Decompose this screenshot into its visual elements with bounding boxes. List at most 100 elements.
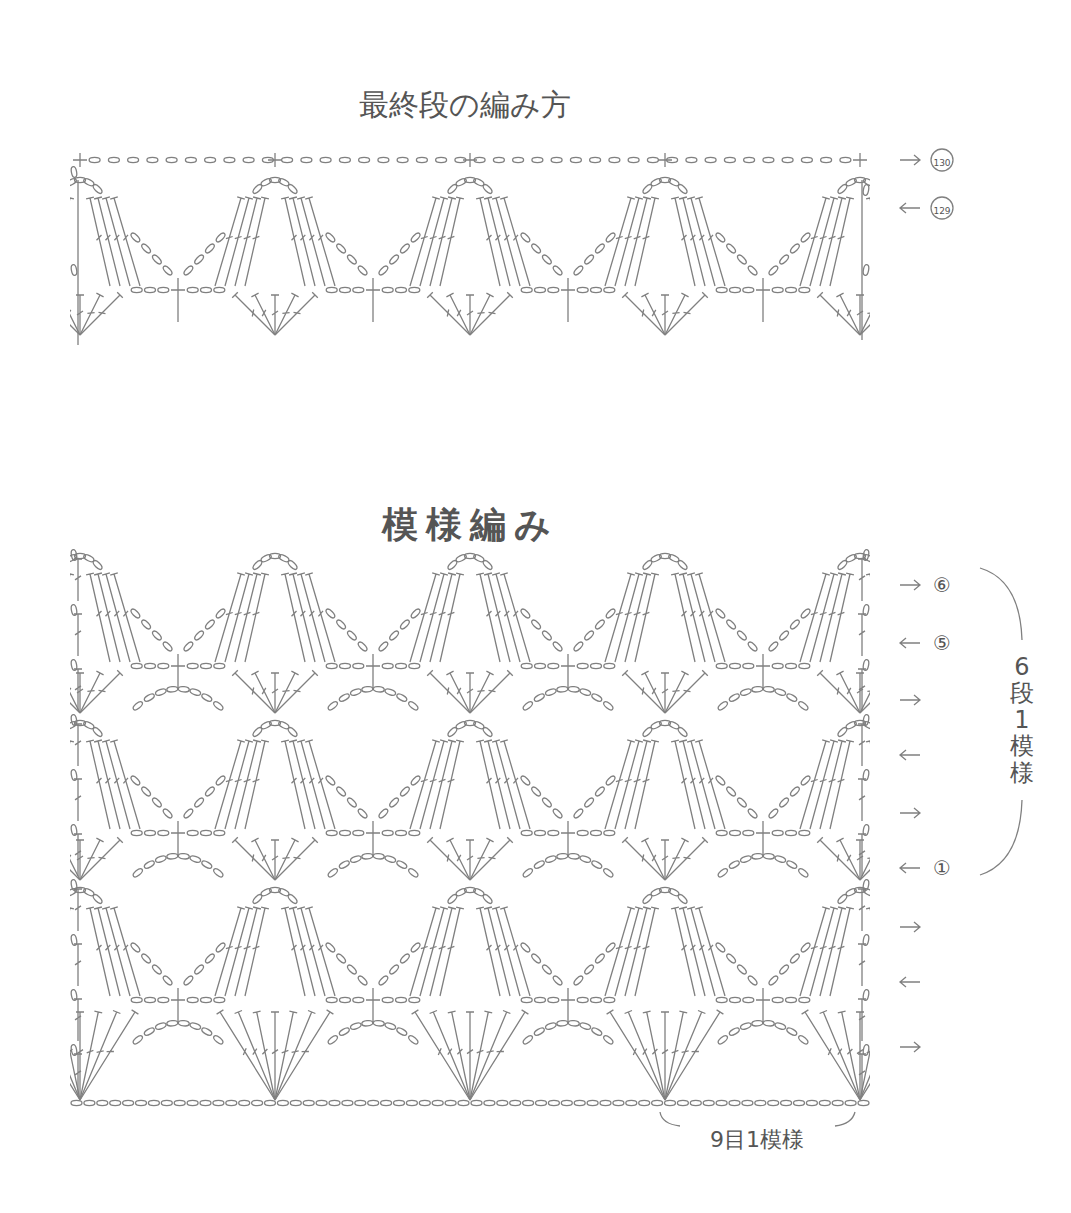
chain-symbol — [736, 797, 747, 809]
chain-symbol — [778, 630, 789, 642]
chain-symbol — [419, 1100, 430, 1105]
chain-symbol — [715, 775, 726, 787]
chain-symbol — [70, 989, 77, 1001]
double-crochet-symbol — [74, 1054, 82, 1096]
double-crochet-symbol — [440, 907, 464, 996]
chain-symbol — [583, 254, 594, 266]
chain-symbol — [521, 663, 532, 668]
chain-symbol — [552, 641, 563, 653]
chain-symbol — [167, 1020, 179, 1026]
chain-symbol — [407, 1034, 419, 1045]
chain-symbol — [201, 997, 212, 1002]
chain-symbol — [535, 997, 546, 1002]
chain-symbol — [716, 830, 727, 835]
chain-symbol — [755, 1100, 766, 1105]
chain-symbol — [201, 1027, 213, 1037]
double-crochet-symbol — [74, 559, 82, 601]
double-crochet-symbol — [641, 671, 665, 713]
chain-symbol — [394, 1100, 405, 1105]
chain-symbol — [378, 157, 389, 162]
double-crochet-symbol — [800, 197, 830, 286]
chain-symbol — [497, 1100, 508, 1105]
chain-symbol — [70, 659, 77, 671]
chain-symbol — [350, 855, 362, 864]
chain-symbol — [862, 989, 869, 1001]
chain-symbol — [329, 1100, 340, 1105]
double-crochet-symbol — [70, 573, 74, 662]
chain-symbol — [92, 726, 103, 737]
chain-symbol — [730, 663, 741, 668]
double-crochet-symbol — [470, 670, 513, 713]
chain-symbol — [357, 265, 368, 277]
row-arrow — [900, 155, 920, 165]
double-crochet-symbol — [74, 614, 82, 656]
chain-symbol — [716, 287, 727, 292]
chain-symbol — [187, 997, 198, 1002]
chain-symbol — [782, 157, 793, 162]
chain-symbol — [774, 1022, 786, 1031]
single-crochet-symbol — [561, 821, 575, 855]
double-crochet-symbol — [412, 1010, 470, 1100]
chain-symbol — [89, 157, 100, 162]
double-crochet-symbol — [74, 944, 82, 986]
chain-symbol — [522, 867, 534, 878]
double-crochet-symbol — [830, 197, 854, 286]
double-crochet-symbol — [275, 292, 318, 335]
chain-symbol — [535, 830, 546, 835]
edge-stitch-line — [78, 180, 862, 345]
chain-symbol — [821, 157, 832, 162]
chain-symbol — [736, 630, 747, 642]
chain-symbol — [715, 232, 726, 244]
chain-symbol — [747, 808, 758, 820]
single-crochet-symbol — [171, 821, 185, 855]
chain-symbol — [686, 157, 697, 162]
chain-symbol — [535, 287, 546, 292]
chain-symbol — [384, 1022, 396, 1031]
double-crochet-symbol — [110, 573, 140, 662]
chain-symbol — [214, 287, 225, 292]
chain-symbol — [378, 641, 389, 653]
double-crochet-symbol — [235, 1011, 275, 1101]
chain-symbol — [353, 997, 364, 1002]
double-crochet-symbol — [427, 292, 470, 335]
double-crochet-symbol — [605, 573, 635, 662]
double-crochet-symbol — [440, 740, 464, 829]
chain-symbol — [530, 619, 541, 631]
chain-symbol — [716, 997, 727, 1002]
double-crochet-symbol — [275, 837, 318, 880]
chain-symbol — [786, 1027, 798, 1037]
chain-symbol — [130, 232, 141, 244]
double-crochet-symbol — [635, 740, 659, 829]
chain-symbol — [212, 867, 224, 878]
chain-symbol — [346, 964, 357, 976]
chain-symbol — [573, 975, 584, 987]
single-crochet-symbol — [756, 278, 770, 322]
chain-symbol — [326, 663, 337, 668]
chain-symbol — [185, 157, 196, 162]
row-number: ⑤ — [933, 631, 951, 655]
chain-symbol — [800, 942, 811, 954]
chain-symbol — [316, 1100, 327, 1105]
double-crochet-symbol — [858, 724, 866, 766]
row-arrow — [900, 808, 920, 818]
chain-symbol — [594, 953, 605, 965]
chain-symbol — [786, 663, 797, 668]
double-crochet-symbol — [251, 671, 275, 713]
chain-symbol — [548, 997, 559, 1002]
chain-symbol — [590, 157, 601, 162]
chain-symbol — [605, 608, 616, 620]
double-crochet-symbol — [866, 740, 870, 829]
row-arrow — [900, 580, 920, 590]
double-crochet-symbol — [635, 907, 659, 996]
chain-symbol — [110, 1100, 121, 1105]
chain-symbol — [799, 663, 810, 668]
chain-symbol — [522, 700, 534, 711]
chain-symbol — [493, 157, 504, 162]
chain-symbol — [725, 953, 736, 965]
chain-symbol — [132, 700, 144, 711]
chain-symbol — [730, 830, 741, 835]
double-crochet-symbol — [605, 740, 635, 829]
chain-symbol — [193, 797, 204, 809]
chain-symbol — [282, 157, 293, 162]
double-crochet-symbol — [500, 740, 530, 829]
